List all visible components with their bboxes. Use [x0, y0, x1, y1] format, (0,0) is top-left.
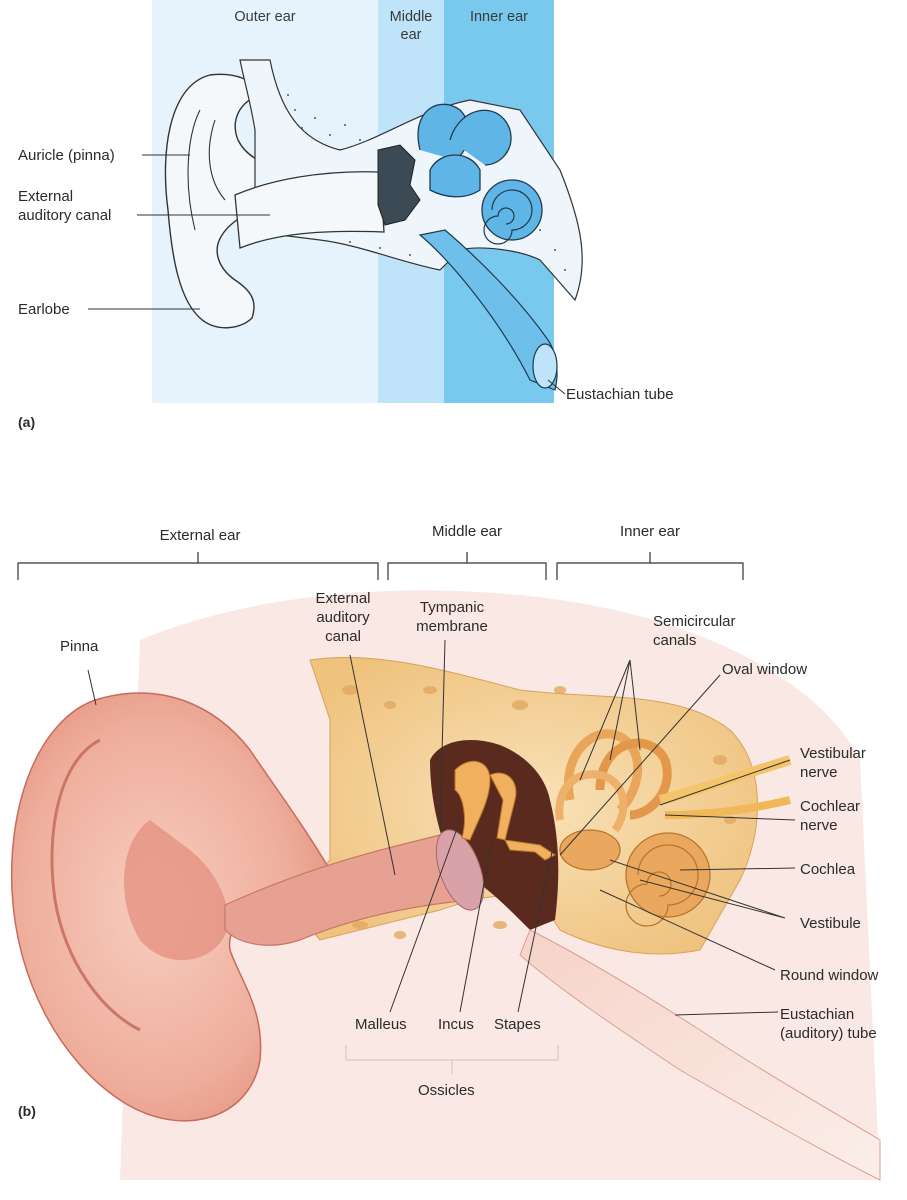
zone-middle-ear-label: Middle ear — [389, 9, 433, 43]
malleus-label: Malleus — [355, 1016, 407, 1033]
cochlea-label: Cochlea — [800, 861, 856, 878]
oval-window-label: Oval window — [722, 661, 808, 678]
panel-b-leader-lines — [87, 639, 796, 1016]
eustachian-tube-label-b: Eustachian (auditory) tube — [780, 1006, 877, 1042]
external-canal-tube — [234, 171, 385, 249]
ossicles-label: Ossicles — [418, 1082, 475, 1099]
inner-ear-labyrinth-b — [555, 729, 711, 927]
eustachian-tube-b — [519, 929, 881, 1181]
vestibular-nerve-label: Vestibular nerve — [800, 745, 866, 781]
earlobe-label: Earlobe — [18, 301, 70, 318]
ossicle-chain — [454, 760, 556, 861]
panel-a-drawing — [88, 0, 583, 403]
panel-b-drawing — [10, 552, 881, 1181]
auricle-inner-fold — [187, 109, 226, 231]
auricle-label: Auricle (pinna) — [18, 147, 115, 164]
section-external-ear-label: External ear — [159, 527, 241, 544]
external-auditory-canal-label-b: External auditory canal — [315, 590, 371, 645]
tympanic-membrane-label: Tympanic membrane — [416, 599, 488, 635]
eustachian-tube-opening — [532, 343, 558, 389]
bone-pores — [342, 685, 736, 939]
zone-inner-ear-label: Inner ear — [469, 9, 529, 25]
semicircular-canals-label: Semicircular canals — [653, 613, 736, 649]
vestibule-label: Vestibule — [800, 915, 861, 932]
auricle-outline — [164, 73, 301, 329]
pinna-concha — [123, 820, 228, 961]
incus-label: Incus — [438, 1016, 474, 1033]
inner-ear-labyrinth — [417, 103, 543, 245]
cochlear-nerve-label: Cochlear nerve — [800, 798, 861, 834]
external-auditory-canal-label-a: External auditory canal — [18, 188, 112, 224]
round-window-label: Round window — [780, 967, 879, 984]
stapes-label: Stapes — [494, 1016, 541, 1033]
bone-speckle — [287, 94, 566, 271]
external-auditory-canal-tube — [224, 834, 471, 946]
section-middle-ear-label: Middle ear — [431, 523, 503, 540]
pinna-label: Pinna — [60, 638, 99, 655]
zone-outer-ear-label: Outer ear — [234, 9, 296, 25]
vestibulocochlear-nerve — [658, 755, 792, 819]
panel-a-leader-lines — [88, 154, 566, 395]
middle-ear-ossicles-drawing — [377, 144, 421, 226]
panel-b-label: (b) — [18, 1103, 36, 1119]
eustachian-tube-label-a: Eustachian tube — [566, 386, 674, 403]
section-inner-ear-label: Inner ear — [619, 523, 681, 540]
pinna-helix-fold — [50, 738, 141, 1032]
tympanic-membrane-shape — [435, 829, 485, 911]
panel-a-label: (a) — [18, 414, 36, 430]
